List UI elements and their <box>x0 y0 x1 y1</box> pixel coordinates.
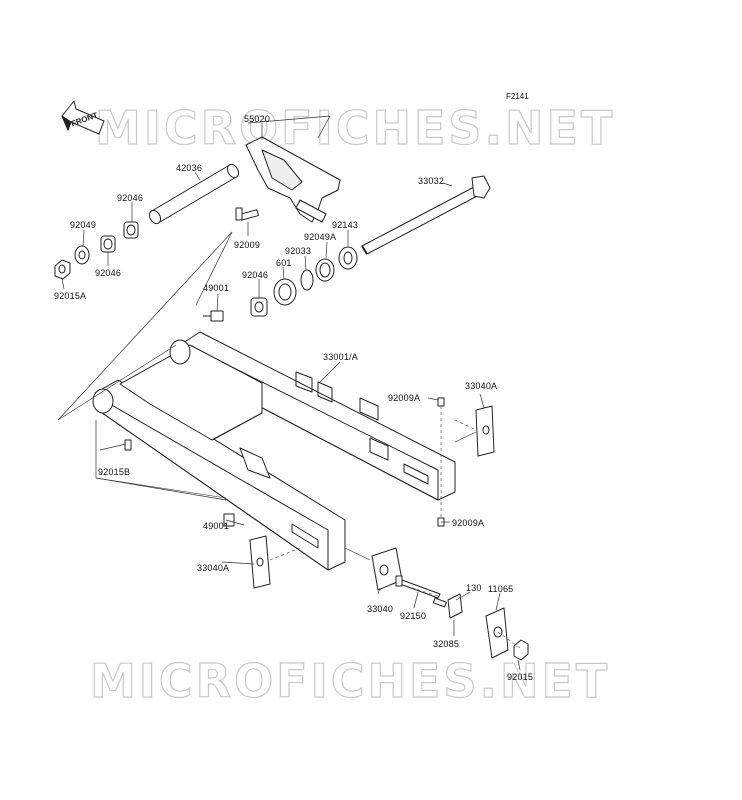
grease-nipple-49001-lower <box>223 513 235 527</box>
part-label[interactable]: 92049A <box>304 232 337 242</box>
pivot-shaft-part <box>361 175 491 255</box>
bushing-92046-upper <box>123 221 139 239</box>
bracket-11065 <box>485 607 509 659</box>
front-arrow-icon <box>61 100 105 135</box>
bearing-601 <box>273 278 297 306</box>
nut-92015 <box>513 639 529 661</box>
part-label[interactable]: 32085 <box>433 639 460 649</box>
part-label[interactable]: 92015B <box>98 467 131 477</box>
part-label[interactable]: 92015 <box>507 672 534 682</box>
part-label[interactable]: 33040A <box>465 381 498 391</box>
chain-adjuster-33040A-upper <box>475 405 495 457</box>
part-label[interactable]: 49001 <box>203 521 230 531</box>
part-label[interactable]: 92046 <box>95 268 122 278</box>
collar-92143 <box>338 246 358 270</box>
part-label[interactable]: 92033 <box>285 246 312 256</box>
part-label[interactable]: 92046 <box>242 270 269 280</box>
pivot-sleeve-part <box>148 163 240 225</box>
part-label[interactable]: 49001 <box>203 283 230 293</box>
circlip-92033 <box>300 269 314 291</box>
plate-32085 <box>447 593 463 619</box>
seal-92049 <box>74 245 90 265</box>
part-label[interactable]: 92049 <box>70 220 97 230</box>
part-label[interactable]: 33001/A <box>323 352 358 362</box>
watermark-bottom: MICROFICHES.NET <box>89 653 611 708</box>
seal-92049A <box>315 258 335 282</box>
diagram-code: F2141 <box>506 92 529 101</box>
bushing-92046-lower <box>100 235 116 253</box>
part-label[interactable]: 92009A <box>452 518 485 528</box>
part-label[interactable]: 92046 <box>117 193 144 203</box>
chain-adjuster-33040A-lower <box>249 535 271 589</box>
nut-92015A <box>54 259 71 280</box>
grease-nipple-49001-upper <box>203 310 224 322</box>
part-label[interactable]: 92009 <box>234 240 261 250</box>
swing-arm-part <box>92 331 456 571</box>
part-label[interactable]: 92009A <box>388 393 421 403</box>
bolt-92009 <box>235 207 259 221</box>
part-label[interactable]: 92143 <box>332 220 359 230</box>
chain-guide-part <box>245 136 341 223</box>
bolt-92009A-top <box>437 397 445 407</box>
part-label[interactable]: 55020 <box>244 114 271 124</box>
watermark-top: MICROFICHES.NET <box>94 100 616 155</box>
part-label[interactable]: 92150 <box>400 611 427 621</box>
part-label[interactable]: 130 <box>466 583 482 593</box>
bolt-92015B <box>124 439 132 451</box>
part-label[interactable]: 33040 <box>367 604 394 614</box>
part-label[interactable]: 33040A <box>197 563 230 573</box>
bushing-92046-right <box>250 297 268 317</box>
part-label[interactable]: 42036 <box>176 163 203 173</box>
part-label[interactable]: 601 <box>276 258 292 268</box>
part-label[interactable]: 11065 <box>488 584 514 594</box>
part-label[interactable]: 33032 <box>418 176 445 186</box>
bolt-130 <box>432 597 447 608</box>
bolt-92150 <box>395 575 441 599</box>
part-label[interactable]: 92015A <box>54 291 87 301</box>
